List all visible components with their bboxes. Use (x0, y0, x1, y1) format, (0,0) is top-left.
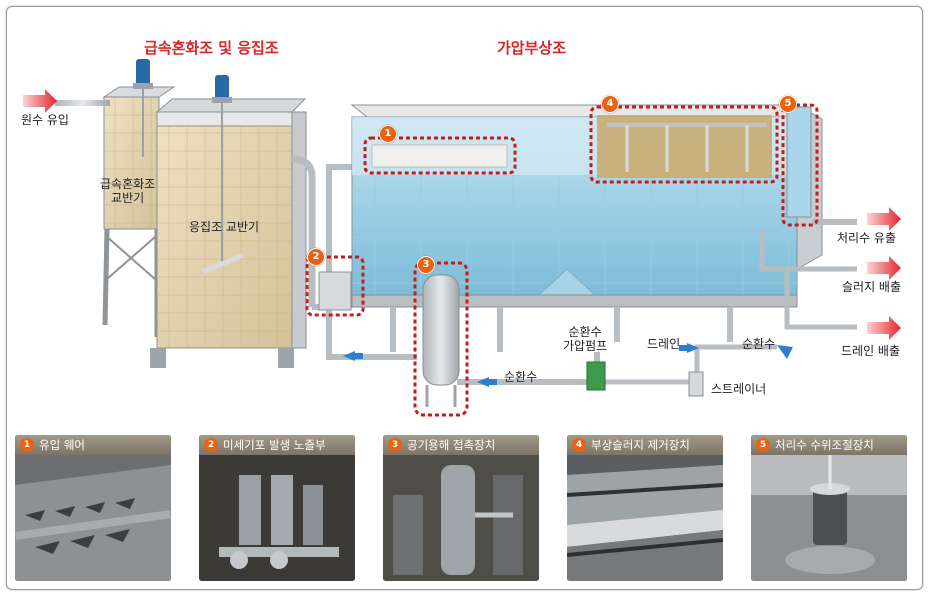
photo-caption: 유입 웨어 (15, 435, 171, 455)
photo-number: 4 (572, 438, 586, 452)
photo-caption: 처리수 수위조절장치 (751, 435, 907, 455)
blue-arrows (343, 343, 793, 387)
callout-1: 1 (379, 125, 397, 143)
label-coag-agitator: 응집조 교반기 (189, 220, 260, 234)
diagram-frame: 급속혼화조 및 응집조 가압부상조 원수 유입 급속혼화조 교반기 응집조 교반… (6, 6, 923, 590)
title-daf: 가압부상조 (497, 39, 567, 57)
label-circulating-bottom: 순환수 (504, 370, 538, 384)
photo-number: 5 (756, 438, 770, 452)
label-drain-discharge: 드레인 배출 (841, 344, 901, 358)
photo-caption: 부상슬러지 제거장치 (567, 435, 723, 455)
photo-number: 2 (204, 438, 218, 452)
photo-air-dissolving: 공기용해 접촉장치 3 (383, 435, 539, 581)
nozzle-assembly (318, 271, 352, 311)
callout-3: 3 (417, 256, 435, 274)
callout-2: 2 (307, 248, 325, 266)
callout-5: 5 (779, 95, 797, 113)
strainer (688, 371, 704, 397)
photo-caption: 미세기포 발생 노즐부 (199, 435, 355, 455)
label-circulating-pump: 순환수 가압펌프 (563, 325, 608, 353)
nozzle-photo-image (199, 455, 355, 581)
label-circulating-right: 순환수 (742, 337, 776, 351)
coagulation-motor (212, 75, 232, 103)
process-diagram (23, 59, 901, 417)
red-arrows (23, 89, 901, 340)
label-drain: 드레인 (647, 337, 681, 351)
photo-number: 1 (20, 438, 34, 452)
rapid-mix-motor (133, 59, 153, 157)
label-treated-outflow: 처리수 유출 (837, 231, 897, 245)
photo-nozzle: 미세기포 발생 노즐부 2 (199, 435, 355, 581)
level-control-photo-image (751, 455, 907, 581)
photo-caption: 공기용해 접촉장치 (383, 435, 539, 455)
sludge-scraper (597, 115, 772, 178)
drain-pipe (784, 269, 857, 330)
label-strainer: 스트레이너 (711, 382, 767, 396)
label-rapid-mix-agitator: 급속혼화조 교반기 (100, 177, 156, 205)
photo-number: 3 (388, 438, 402, 452)
label-raw-inflow: 원수 유입 (21, 113, 69, 127)
coagulation-tank (150, 87, 307, 368)
photo-sludge-removal: 부상슬러지 제거장치 4 (567, 435, 723, 581)
sludge-removal-photo-image (567, 455, 723, 581)
photo-inflow-weir: 유입 웨어 1 (15, 435, 171, 581)
sludge-pipe (759, 229, 857, 272)
inflow-weir (371, 144, 508, 168)
transfer-pipe (291, 155, 316, 307)
air-dissolving-photo-image (383, 455, 539, 581)
weir-photo-image (15, 455, 171, 581)
air-dissolving-vessel (422, 274, 460, 386)
callout-4: 4 (601, 95, 619, 113)
inflow-pipe (55, 100, 110, 106)
label-sludge-discharge: 슬러지 배출 (842, 280, 902, 294)
photo-level-control: 처리수 수위조절장치 5 (751, 435, 907, 581)
circulation-pump (586, 361, 606, 391)
highlight-boxes (305, 103, 819, 417)
title-rapid-mix: 급속혼화조 및 응집조 (144, 39, 279, 57)
level-controller (786, 106, 812, 218)
